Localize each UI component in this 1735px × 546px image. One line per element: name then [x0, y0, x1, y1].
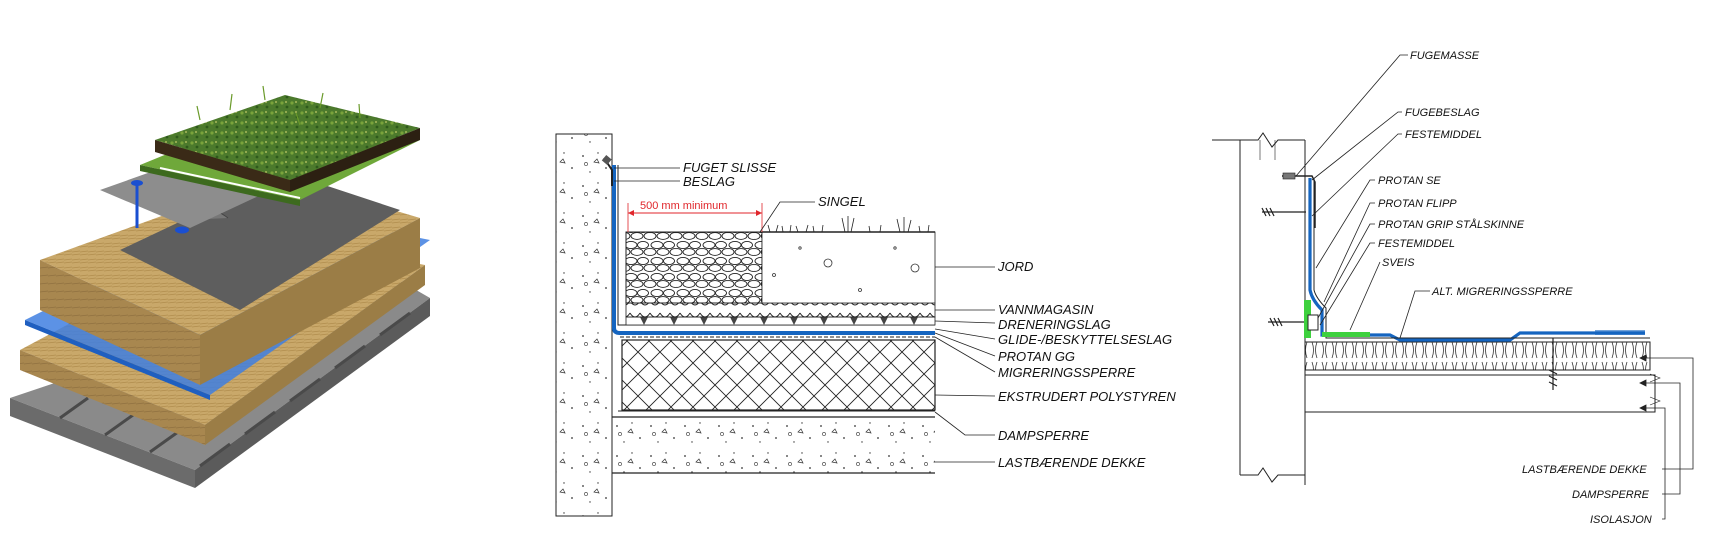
- label-beslag: BESLAG: [683, 174, 735, 189]
- label-dampsperre: DAMPSPERRE: [1572, 489, 1650, 501]
- label-protan-se: PROTAN SE: [1378, 175, 1441, 187]
- dimension-500mm: 500 mm minimum: [627, 200, 763, 232]
- label-festemiddel-1: FESTEMIDDEL: [1405, 129, 1482, 141]
- label-fugebeslag: FUGEBESLAG: [1405, 107, 1480, 119]
- label-protan-flipp: PROTAN FLIPP: [1378, 198, 1457, 210]
- label-migreringssperre: MIGRERINGSSPERRE: [998, 365, 1136, 380]
- dimension-label: 500 mm minimum: [640, 200, 727, 212]
- label-fugemasse: FUGEMASSE: [1410, 50, 1480, 62]
- label-singel: SINGEL: [818, 194, 866, 209]
- parapet-section-detail: FUGEMASSE FUGEBESLAG FESTEMIDDEL PROTAN …: [1212, 50, 1694, 526]
- label-isolasjon: ISOLASJON: [1590, 514, 1652, 526]
- label-fuget-slisse: FUGET SLISSE: [683, 160, 777, 175]
- label-protan-grip: PROTAN GRIP STÅLSKINNE: [1378, 218, 1525, 231]
- label-lastbaerende: LASTBÆRENDE DEKKE: [1522, 464, 1647, 476]
- label-festemiddel-2: FESTEMIDDEL: [1378, 238, 1455, 250]
- label-jord: JORD: [997, 259, 1033, 274]
- fastener-icon: [131, 180, 189, 234]
- green-roof-vegetation: [155, 85, 420, 192]
- green-roof-illustration: [10, 85, 430, 488]
- green-roof-section-detail: 500 mm minimum FUGET SLISSE BESLAG SINGE…: [555, 133, 1176, 517]
- label-glide: GLIDE-/BESKYTTELSESLAG: [998, 332, 1172, 347]
- label-dreneringslag: DRENERINGSLAG: [998, 317, 1111, 332]
- label-sveis: SVEIS: [1382, 257, 1415, 269]
- label-vannmagasin: VANNMAGASIN: [998, 302, 1094, 317]
- label-alt-migrering: ALT. MIGRERINGSSPERRE: [1431, 286, 1573, 298]
- label-protan-gg: PROTAN GG: [998, 349, 1075, 364]
- label-lastbaerende: LASTBÆRENDE DEKKE: [998, 455, 1146, 470]
- label-dampsperre: DAMPSPERRE: [998, 428, 1089, 443]
- label-ekstrudert: EKSTRUDERT POLYSTYREN: [998, 389, 1176, 404]
